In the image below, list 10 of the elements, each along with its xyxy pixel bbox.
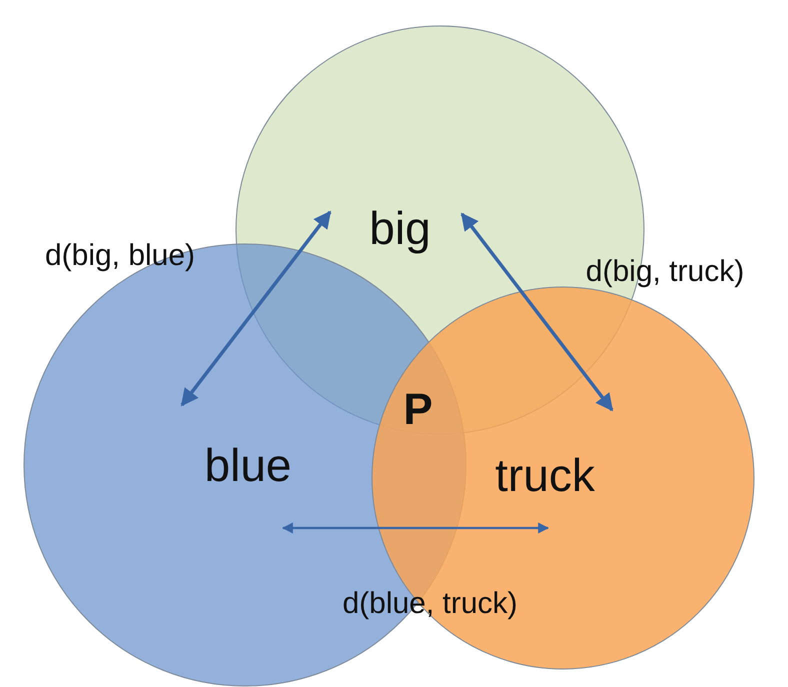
double-arrow: [180, 210, 332, 406]
double-arrow: [282, 522, 550, 534]
point-label: P: [403, 385, 433, 435]
set-label: big: [369, 201, 431, 255]
edge-label: d(big, truck): [586, 255, 744, 289]
set-label: truck: [495, 448, 595, 502]
set-label: blue: [204, 438, 292, 492]
double-arrow: [460, 212, 614, 412]
edge-label: d(big, blue): [44, 239, 196, 273]
edge-label: d(blue, truck): [342, 587, 518, 621]
